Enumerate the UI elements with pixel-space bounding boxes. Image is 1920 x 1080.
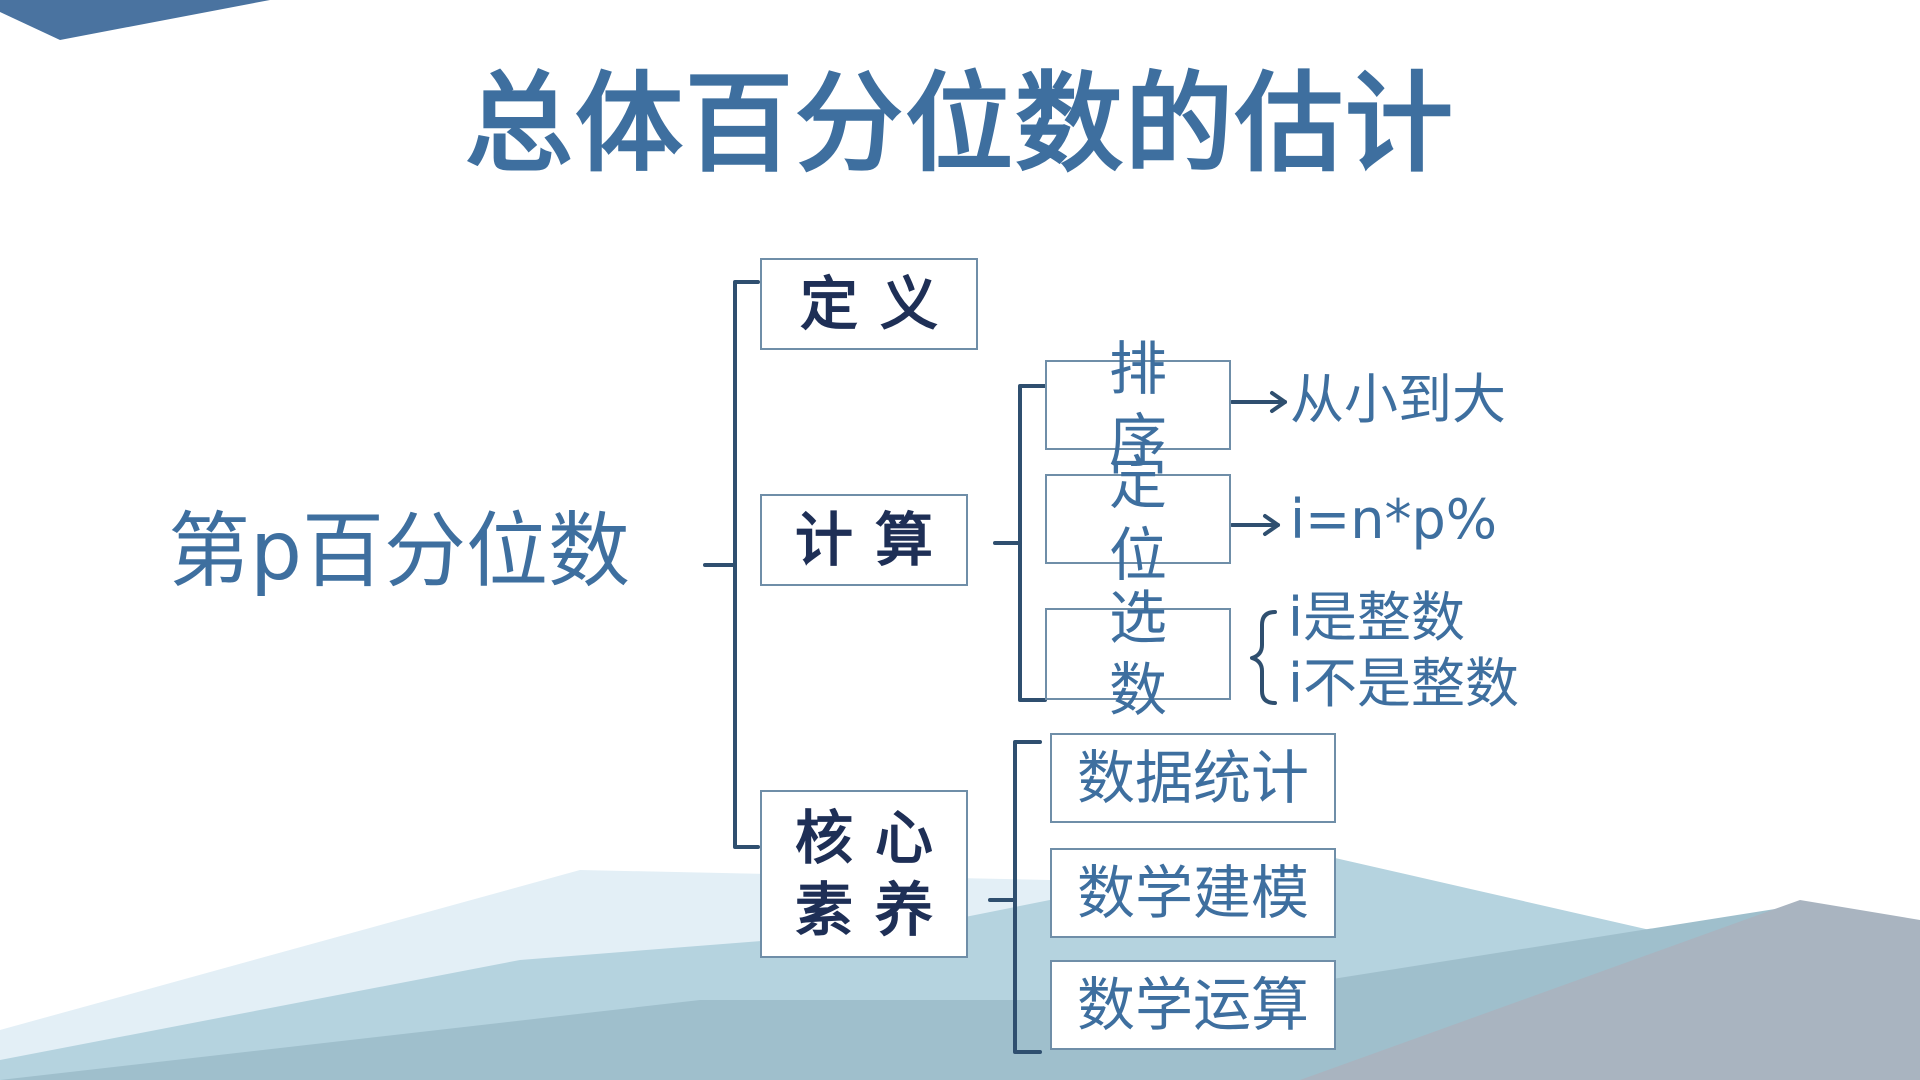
- core-bracket: [1013, 740, 1042, 1054]
- calc-bracket: [1018, 384, 1047, 702]
- sort-result: 从小到大: [1290, 368, 1506, 431]
- select-case-integer: i是整数: [1288, 586, 1466, 649]
- core-item-label: 数学运算: [1076, 971, 1309, 1039]
- main-bracket: [733, 280, 760, 849]
- root-label: 第p百分位数: [168, 504, 631, 599]
- corner-accent: [0, 0, 270, 40]
- page-title: 总体百分位数的估计: [464, 62, 1455, 187]
- core-item-data-statistics: 数据统计: [1050, 733, 1336, 823]
- core-item-label: 数据统计: [1076, 744, 1309, 812]
- locate-box: 定位: [1045, 449, 1231, 589]
- locate-result: i=n*p%: [1290, 488, 1498, 551]
- core-item-label: 数学建模: [1076, 859, 1309, 927]
- core-literacy-label: 核心素养: [794, 804, 955, 944]
- select-case-non-integer: i不是整数: [1288, 652, 1520, 715]
- definition-box: 定义: [760, 258, 978, 350]
- core-item-math-operation: 数学运算: [1050, 960, 1336, 1050]
- core-literacy-box: 核心素养: [760, 790, 968, 958]
- calculation-label: 计算: [794, 506, 955, 574]
- locate-arrow-head: [1263, 514, 1280, 536]
- mountain-grey: [1300, 900, 1920, 1080]
- sort-label: 排序: [1108, 335, 1191, 475]
- select-box: 选数: [1045, 584, 1231, 724]
- sort-arrow-head: [1270, 391, 1287, 413]
- select-brace: [1250, 610, 1277, 705]
- core-item-math-modeling: 数学建模: [1050, 848, 1336, 938]
- definition-label: 定义: [799, 270, 960, 338]
- select-label: 选数: [1108, 584, 1191, 724]
- locate-label: 定位: [1108, 449, 1191, 589]
- sort-box: 排序: [1045, 335, 1231, 475]
- calculation-box: 计算: [760, 494, 968, 586]
